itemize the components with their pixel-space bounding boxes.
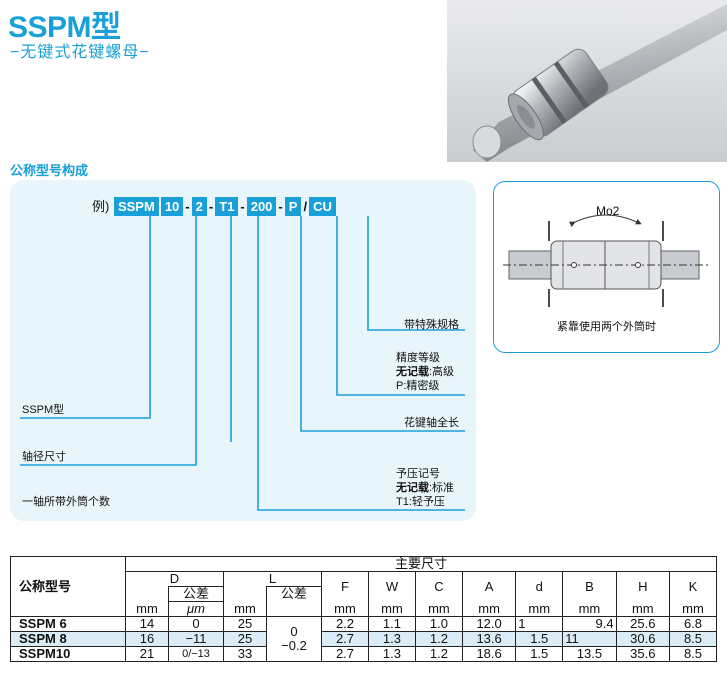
table-row: SSPM 8 16 −11 25 2.7 1.3 1.2 13.6 1.5 11… bbox=[10, 631, 717, 647]
code-part-outer-count: 2 bbox=[191, 197, 207, 216]
unit: mm bbox=[414, 601, 463, 617]
page-title: SSPM型 bbox=[8, 11, 121, 44]
label-special: 带特殊规格 bbox=[404, 319, 459, 331]
col-W: W bbox=[367, 571, 416, 602]
code-sep: - bbox=[208, 199, 214, 214]
col-model: 公称型号 bbox=[10, 556, 126, 617]
spec-table: 公称型号 主要尺寸 D L F W C A d B H K 公差 公差 mm μ… bbox=[10, 556, 717, 662]
col-C: C bbox=[414, 571, 463, 602]
page-subtitle: −无键式花键螺母− bbox=[10, 44, 150, 61]
code-diagram-panel bbox=[10, 180, 476, 521]
col-K: K bbox=[669, 571, 717, 602]
main-header: 主要尺寸 bbox=[125, 556, 717, 572]
unit: mm bbox=[367, 601, 416, 617]
code-sep: / bbox=[303, 199, 308, 214]
unit: mm bbox=[321, 601, 369, 617]
code-part-shaft-dia: 10 bbox=[160, 197, 184, 216]
label-type: SSPM型 bbox=[22, 404, 65, 416]
col-B: B bbox=[562, 571, 617, 602]
col-F: F bbox=[321, 571, 369, 602]
product-photo bbox=[447, 0, 727, 162]
code-part-type: SSPM bbox=[113, 197, 159, 216]
col-d: d bbox=[515, 571, 564, 602]
unit: mm bbox=[515, 601, 564, 617]
label-length: 花键轴全长 bbox=[404, 417, 459, 429]
col-H: H bbox=[615, 571, 671, 602]
col-D: D bbox=[125, 571, 224, 587]
label-outer-count: 一轴所带外筒个数 bbox=[22, 496, 110, 508]
unit: mm bbox=[669, 601, 717, 617]
unit: mm bbox=[461, 601, 517, 617]
L-tolerance: 0 −0.2 bbox=[266, 616, 322, 662]
unit: mm bbox=[615, 601, 671, 617]
unit-um: μm bbox=[168, 601, 224, 617]
unit: mm bbox=[562, 601, 617, 617]
col-L: L bbox=[223, 571, 322, 587]
code-part-special: CU bbox=[309, 197, 336, 216]
unit: mm bbox=[125, 601, 169, 617]
label-shaft-dia: 轴径尺寸 bbox=[22, 451, 66, 463]
code-sep: - bbox=[278, 199, 283, 214]
label-preload: 予压记号 无记载:标准 T1:轻予压 bbox=[396, 468, 455, 508]
code-connector-lines bbox=[20, 216, 465, 511]
code-part-length: 200 bbox=[246, 197, 277, 216]
code-part-preload: T1 bbox=[215, 197, 239, 216]
col-L-tol: 公差 bbox=[266, 586, 322, 602]
code-sep: - bbox=[185, 199, 190, 214]
unit: mm bbox=[223, 601, 267, 617]
example-prefix: 例) bbox=[92, 199, 110, 214]
code-part-precision: P bbox=[284, 197, 302, 216]
label-precision: 精度等级 无记载:高级 P:精密级 bbox=[396, 352, 455, 392]
moment-label: Mo2 bbox=[596, 204, 620, 218]
double-nut-drawing bbox=[503, 214, 709, 307]
table-row: SSPM10 21 0/−13 33 2.7 1.3 1.2 18.6 1.5 … bbox=[10, 646, 717, 662]
col-D-tol: 公差 bbox=[168, 586, 224, 602]
detail-caption: 紧靠使用两个外筒时 bbox=[557, 321, 656, 333]
code-sep: - bbox=[240, 199, 245, 214]
col-A: A bbox=[461, 571, 517, 602]
section-title: 公称型号构成 bbox=[10, 163, 89, 178]
table-row: SSPM 6 14 0 25 0 −0.2 2.2 1.1 1.0 12.0 1… bbox=[10, 616, 717, 662]
